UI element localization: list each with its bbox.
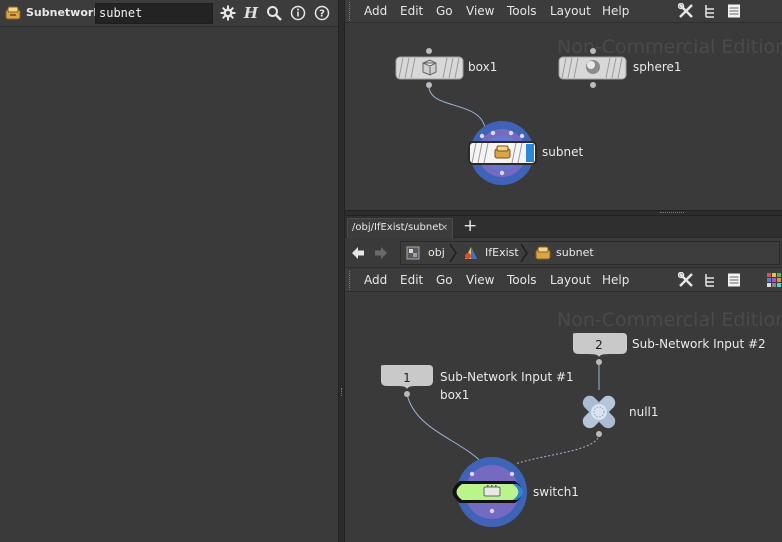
sphere-icon xyxy=(586,60,600,74)
list-view-icon[interactable] xyxy=(726,3,742,19)
path-bar: obj IfExist subnet xyxy=(345,238,782,268)
question-icon[interactable]: ? xyxy=(313,4,331,22)
input-2-index: 2 xyxy=(595,338,603,352)
tree-view-icon[interactable] xyxy=(702,3,718,19)
wire-input1-switch1 xyxy=(406,393,486,467)
tree-view-icon[interactable] xyxy=(702,272,718,288)
bottom-menubar: Add Edit Go View Tools Layout Help xyxy=(345,269,782,292)
add-tab-button[interactable]: + xyxy=(463,216,478,236)
input-1-label: Sub-Network Input #1 xyxy=(440,370,574,384)
node-label-null1: null1 xyxy=(629,405,659,419)
box-icon xyxy=(422,59,437,76)
search-icon[interactable] xyxy=(265,4,283,22)
tab-network-path[interactable]: /obj/IfExist/subnet × xyxy=(347,218,453,238)
top-network-canvas xyxy=(395,48,627,185)
menu-layout[interactable]: Layout xyxy=(550,273,591,287)
parameter-header: Subnetwork subnet H ? xyxy=(0,0,338,27)
top-network-pane[interactable]: Add Edit Go View Tools Layout Help Non-C… xyxy=(345,0,782,210)
node-sphere1[interactable] xyxy=(558,48,627,88)
subnetwork-node-icon xyxy=(494,145,511,159)
tools-icon[interactable] xyxy=(678,272,694,288)
menu-tools[interactable]: Tools xyxy=(507,273,537,287)
tab-bar: /obj/IfExist/subnet × + xyxy=(345,216,782,238)
node-label-sphere1: sphere1 xyxy=(633,60,682,74)
gear-icon[interactable] xyxy=(219,4,237,22)
subnetwork-icon xyxy=(535,246,551,260)
watermark: Non-Commercial Edition xyxy=(557,309,782,331)
bottom-network-pane[interactable]: /obj/IfExist/subnet × + obj IfExist subn… xyxy=(345,216,782,542)
menu-go[interactable]: Go xyxy=(436,4,453,18)
list-view-icon[interactable] xyxy=(726,272,742,288)
svg-text:?: ? xyxy=(319,9,325,20)
top-menubar: Add Edit Go View Tools Layout Help xyxy=(345,0,782,23)
input-1-index: 1 xyxy=(403,371,411,385)
tab-label: /obj/IfExist/subnet xyxy=(352,222,443,233)
wire-null1-switch1 xyxy=(514,433,600,465)
help-h-icon[interactable]: H xyxy=(243,4,259,22)
menu-help[interactable]: Help xyxy=(602,4,630,18)
node-subnet-input-2[interactable] xyxy=(573,333,627,365)
subnetwork-icon xyxy=(5,6,21,20)
pane-divider[interactable] xyxy=(338,0,345,542)
breadcrumb-subnet[interactable]: subnet xyxy=(556,246,594,259)
pane-splitter[interactable] xyxy=(345,210,782,216)
tools-icon[interactable] xyxy=(678,3,694,19)
forward-arrow-icon[interactable] xyxy=(374,246,388,260)
chevron-right-icon xyxy=(449,243,457,263)
node-switch1[interactable] xyxy=(452,457,528,527)
menu-view[interactable]: View xyxy=(466,273,495,287)
watermark: Non-Commercial Edition xyxy=(557,36,782,58)
node-subnet[interactable] xyxy=(468,121,537,185)
menu-edit[interactable]: Edit xyxy=(400,4,424,18)
menu-view[interactable]: View xyxy=(466,4,495,18)
tab-close-icon[interactable]: × xyxy=(440,223,448,233)
menu-add[interactable]: Add xyxy=(364,4,388,18)
node-label-box1: box1 xyxy=(468,60,498,74)
bottom-network-canvas: 2 1 xyxy=(381,333,627,527)
node-name-field[interactable]: subnet xyxy=(95,3,213,24)
menu-help[interactable]: Help xyxy=(602,273,630,287)
menu-add[interactable]: Add xyxy=(364,273,388,287)
input-2-label: Sub-Network Input #2 xyxy=(632,337,766,351)
color-palette-icon[interactable] xyxy=(766,272,782,288)
switch-icon xyxy=(483,486,501,497)
menu-go[interactable]: Go xyxy=(436,273,453,287)
breadcrumb: obj IfExist subnet xyxy=(400,241,780,265)
breadcrumb-ifexist[interactable]: IfExist xyxy=(485,246,519,259)
input-1-sublabel: box1 xyxy=(440,388,470,402)
node-label-subnet: subnet xyxy=(542,145,584,159)
node-label-switch1: switch1 xyxy=(533,485,579,499)
menu-tools[interactable]: Tools xyxy=(507,4,537,18)
node-null1[interactable] xyxy=(580,393,618,437)
obj-icon xyxy=(406,246,420,260)
breadcrumb-obj[interactable]: obj xyxy=(428,246,445,259)
chevron-right-icon xyxy=(520,243,528,263)
back-arrow-icon[interactable] xyxy=(351,246,365,260)
parameter-pane: Subnetwork subnet H ? xyxy=(0,0,338,542)
menu-edit[interactable]: Edit xyxy=(400,273,424,287)
node-subnet-input-1[interactable] xyxy=(381,365,433,397)
node-box1[interactable] xyxy=(395,48,464,88)
info-icon[interactable] xyxy=(289,4,307,22)
wire-box1-subnet xyxy=(428,85,486,129)
geometry-object-icon xyxy=(465,247,477,259)
menu-layout[interactable]: Layout xyxy=(550,4,591,18)
node-type-label: Subnetwork xyxy=(26,6,101,19)
